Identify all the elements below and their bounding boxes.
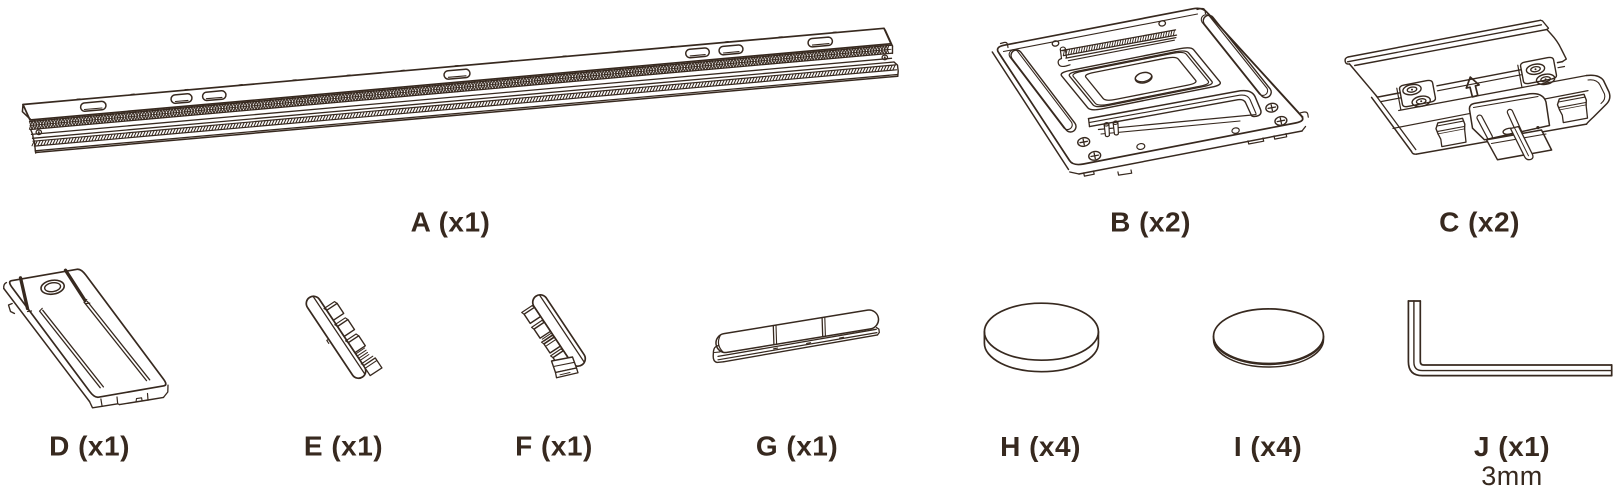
svg-text:A (x1): A (x1): [411, 207, 491, 238]
svg-text:B (x2): B (x2): [1110, 207, 1191, 238]
svg-text:I (x4): I (x4): [1234, 431, 1302, 462]
svg-text:F (x1): F (x1): [515, 431, 593, 462]
svg-text:C (x2): C (x2): [1439, 207, 1520, 238]
svg-text:G (x1): G (x1): [756, 431, 838, 462]
svg-text:3mm: 3mm: [1481, 461, 1543, 491]
svg-text:J (x1): J (x1): [1474, 431, 1550, 462]
svg-text:H (x4): H (x4): [1000, 431, 1081, 462]
svg-text:E (x1): E (x1): [304, 431, 383, 462]
svg-text:D (x1): D (x1): [49, 431, 130, 462]
